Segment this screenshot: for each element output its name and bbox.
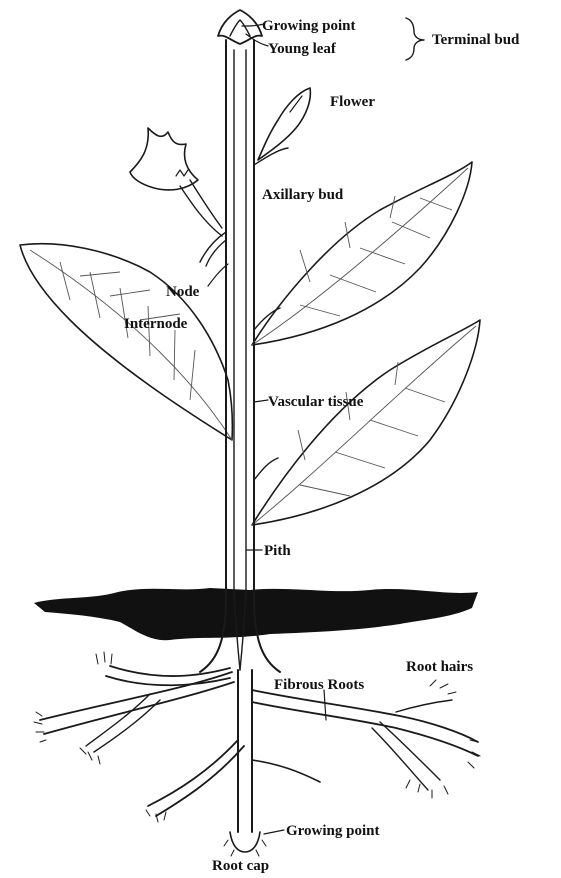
open-flower: [130, 128, 222, 236]
leader-lines: [208, 18, 424, 834]
label-pith: Pith: [264, 543, 291, 559]
label-terminal-bud: Terminal bud: [432, 32, 520, 48]
left-leaf: [20, 244, 232, 440]
right-lower-leaf: [252, 320, 480, 525]
terminal-bud-tip: [218, 10, 262, 44]
label-young-leaf: Young leaf: [268, 41, 337, 57]
label-vascular-tissue: Vascular tissue: [268, 394, 364, 410]
label-node: Node: [166, 284, 200, 300]
label-growing-point-top: Growing point: [262, 18, 356, 34]
label-axillary-bud: Axillary bud: [262, 187, 344, 203]
label-growing-point-root: Growing point: [286, 823, 380, 839]
stem: [200, 40, 280, 672]
flower-bud: [254, 88, 310, 165]
label-root-cap: Root cap: [212, 858, 269, 874]
label-internode: Internode: [124, 316, 188, 332]
roots: [34, 652, 480, 856]
label-flower: Flower: [330, 94, 375, 110]
label-root-hairs: Root hairs: [406, 659, 473, 675]
label-fibrous-roots: Fibrous Roots: [274, 677, 364, 693]
node-detail: [200, 232, 280, 480]
